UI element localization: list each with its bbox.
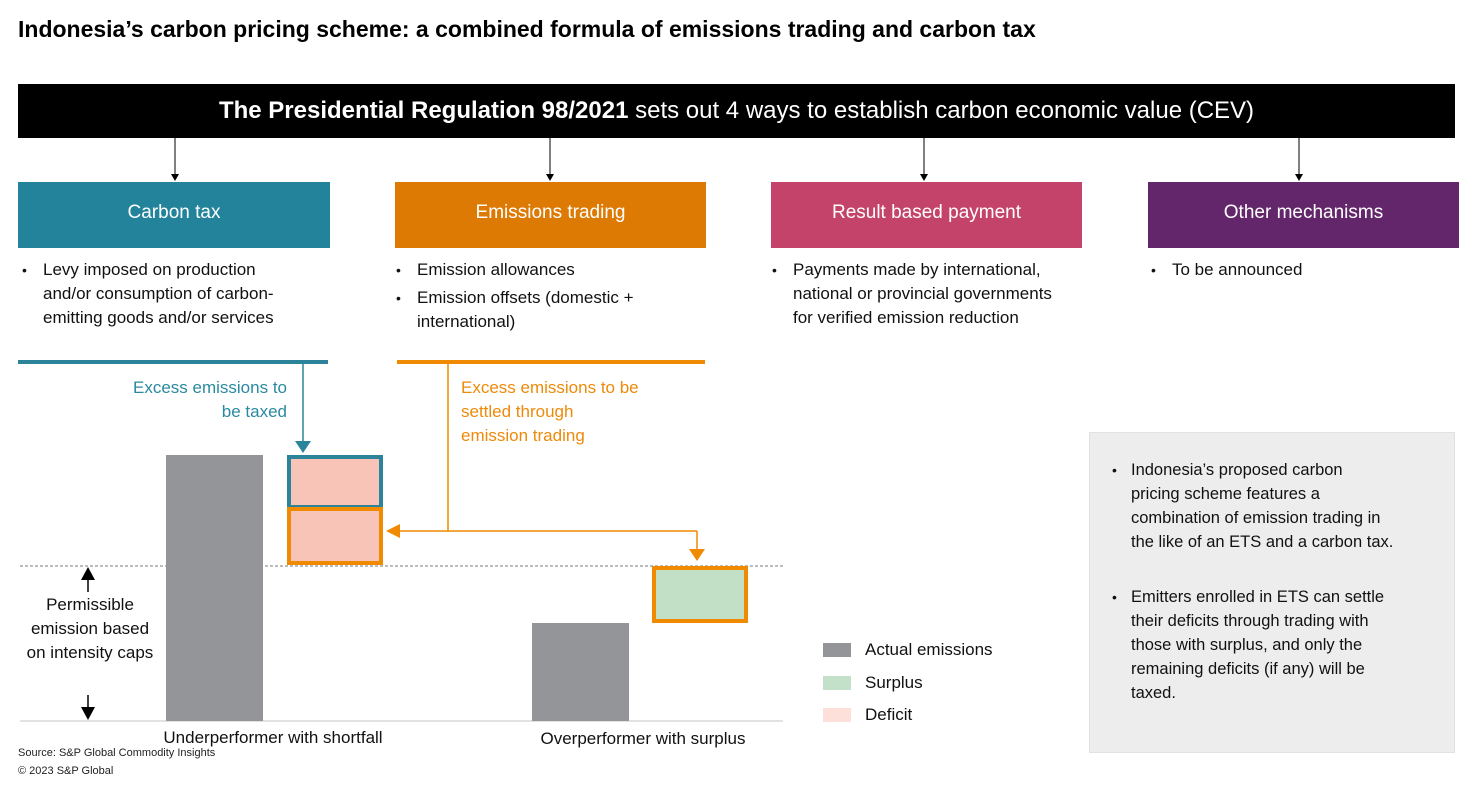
- mechanism-label: Carbon tax: [127, 201, 221, 223]
- note-line: pricing scheme features a: [1131, 485, 1320, 503]
- annotation-line: Excess emissions to be: [461, 378, 639, 397]
- bullet-icon: •: [1151, 262, 1156, 278]
- tax-divider-line: [18, 360, 328, 364]
- bullet-line: Levy imposed on production: [43, 260, 256, 279]
- banner-arrow-other-mechanisms: [1295, 138, 1303, 181]
- carbon-tax-bullet: • Levy imposed on production and/or cons…: [22, 258, 274, 330]
- annotation-line: emission based: [30, 619, 150, 638]
- bullet-line: Payments made by international,: [793, 260, 1041, 279]
- bullet-line: and/or consumption of carbon-: [43, 284, 274, 303]
- cap-down-arrow-icon: [81, 695, 95, 720]
- legend-swatch: [823, 708, 851, 722]
- bullet-icon: •: [22, 262, 27, 278]
- banner-arrow-result-based-payment: [920, 138, 928, 181]
- trading-annotation: Excess emissions to be settled through e…: [461, 376, 639, 448]
- legend-item-deficit: Deficit: [823, 705, 912, 725]
- annotation-line: be taxed: [221, 402, 287, 421]
- mechanism-box-other-mechanisms: Other mechanisms: [1148, 182, 1459, 248]
- bullet-line: Emission allowances: [417, 260, 575, 279]
- bullet-line: Emission offsets (domestic +: [417, 288, 634, 307]
- bullet-line: national or provincial governments: [793, 284, 1052, 303]
- annotation-line: settled through: [461, 402, 574, 421]
- note-line: the like of an ETS and a carbon tax.: [1131, 533, 1394, 551]
- bar-actual-underperformer: [166, 455, 263, 721]
- regulation-banner: The Presidential Regulation 98/2021 sets…: [18, 84, 1455, 138]
- bullet-line: emitting goods and/or services: [43, 308, 274, 327]
- mechanism-label: Other mechanisms: [1223, 201, 1384, 223]
- category-label-underperformer: Underperformer with shortfall: [163, 728, 383, 747]
- category-label-overperformer: Overperformer with surplus: [540, 729, 746, 748]
- bar-actual-overperformer: [532, 623, 629, 721]
- mechanism-label: Result based payment: [831, 201, 1022, 223]
- banner-bold-text: The Presidential Regulation 98/2021: [218, 97, 629, 124]
- tax-flow-arrow: [295, 364, 311, 453]
- surplus-box: [652, 566, 748, 623]
- trading-divider-line: [397, 360, 705, 364]
- bullet-line: To be announced: [1172, 260, 1303, 279]
- annotation-line: on intensity caps: [26, 643, 154, 662]
- source-note: Source: S&P Global Commodity Insights: [18, 747, 216, 759]
- result-based-payment-bullet: • Payments made by international, nation…: [772, 258, 1052, 330]
- other-mechanisms-bullet: • To be announced: [1151, 258, 1303, 282]
- notes-panel: [1089, 432, 1455, 753]
- note-bullet: • Indonesia’s proposed carbon pricing sc…: [1112, 458, 1394, 554]
- mechanism-box-carbon-tax: Carbon tax: [18, 182, 330, 248]
- mechanism-label: Emissions trading: [475, 201, 626, 223]
- bullet-line: international): [417, 312, 516, 331]
- note-line: Indonesia’s proposed carbon: [1131, 461, 1343, 479]
- bullet-icon: •: [396, 290, 401, 306]
- deficit-box-taxed: [287, 455, 383, 509]
- bullet-line: for verified emission reduction: [793, 308, 1019, 327]
- annotation-line: Excess emissions to: [133, 378, 287, 397]
- legend-label: Surplus: [865, 673, 923, 692]
- legend-label: Deficit: [865, 705, 913, 724]
- note-bullet: • Emitters enrolled in ETS can settle th…: [1112, 585, 1385, 705]
- legend-item-actual-emissions: Actual emissions: [823, 640, 993, 660]
- bullet-icon: •: [396, 262, 401, 278]
- note-line: remaining deficits (if any) will be: [1131, 660, 1365, 678]
- trading-flow-arrow: [386, 364, 705, 561]
- note-line: their deficits through trading with: [1131, 612, 1369, 630]
- banner-text: sets out 4 ways to establish carbon econ…: [628, 97, 1255, 124]
- legend-label: Actual emissions: [865, 640, 993, 659]
- bullet-icon: •: [772, 262, 777, 278]
- banner-arrow-emissions-trading: [546, 138, 554, 181]
- page-title: Indonesia’s carbon pricing scheme: a com…: [18, 16, 1036, 42]
- bullet-icon: •: [1112, 462, 1117, 478]
- note-line: taxed.: [1131, 684, 1176, 702]
- emissions-trading-bullet: • Emission offsets (domestic + internati…: [396, 286, 634, 334]
- cap-annotation: Permissible emission based on intensity …: [10, 593, 170, 665]
- copyright-note: © 2023 S&P Global: [18, 765, 114, 777]
- note-line: combination of emission trading in: [1131, 509, 1381, 527]
- note-line: Emitters enrolled in ETS can settle: [1131, 588, 1385, 606]
- emissions-trading-bullet: • Emission allowances: [396, 258, 575, 282]
- bullet-icon: •: [1112, 589, 1117, 605]
- mechanism-box-emissions-trading: Emissions trading: [395, 182, 706, 248]
- legend-item-surplus: Surplus: [823, 673, 923, 693]
- cap-up-arrow-icon: [81, 567, 95, 592]
- banner-arrow-carbon-tax: [171, 138, 179, 181]
- legend-swatch: [823, 643, 851, 657]
- deficit-box-traded: [287, 507, 383, 565]
- note-line: those with surplus, and only the: [1131, 636, 1363, 654]
- tax-annotation: Excess emissions to be taxed: [133, 376, 287, 424]
- annotation-line: emission trading: [461, 426, 585, 445]
- mechanism-box-result-based-payment: Result based payment: [771, 182, 1082, 248]
- legend-swatch: [823, 676, 851, 690]
- annotation-line: Permissible: [46, 595, 134, 614]
